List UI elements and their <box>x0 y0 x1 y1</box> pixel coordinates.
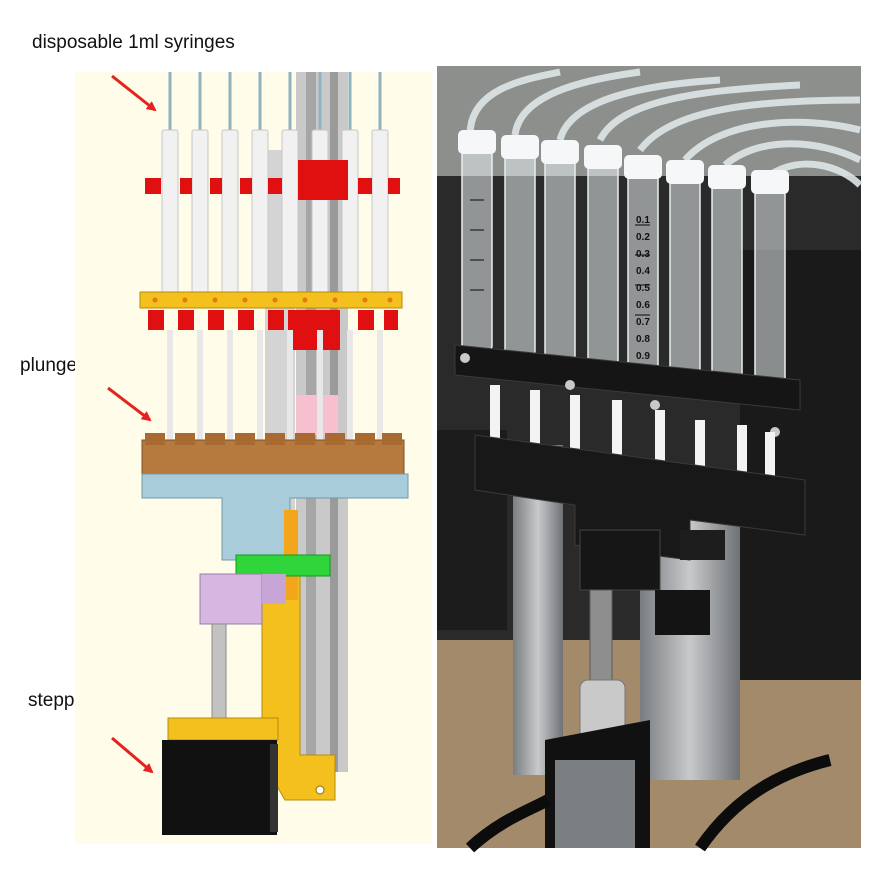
scale-label: 0.1 <box>636 215 650 226</box>
syringes-label: disposable 1ml syringes <box>32 32 235 53</box>
photo-holder-bar <box>454 344 801 411</box>
photo-cables <box>465 754 832 853</box>
photo-plungers <box>490 385 775 492</box>
cad-red-holders <box>145 160 400 200</box>
photo-syringes <box>458 130 789 396</box>
cad-render <box>75 72 432 844</box>
cad-green-part <box>235 554 331 577</box>
cad-plunger-rods <box>167 330 383 440</box>
cad-needles <box>168 72 382 130</box>
cad-yellow-rail <box>139 291 403 309</box>
arrow-syringes <box>111 74 157 112</box>
photo-tubing <box>466 68 863 188</box>
cad-lead-screw <box>211 623 227 720</box>
cad-stepper-motor <box>162 740 277 835</box>
scale-label: 0.6 <box>636 300 650 311</box>
scale-label: 0.3 <box>636 249 650 260</box>
cad-plunger-clamp <box>141 439 405 475</box>
scale-label: 0.9 <box>636 351 650 362</box>
callout-arrows <box>107 74 157 774</box>
scale-label: 0.2 <box>636 232 650 243</box>
cad-syringe-barrels <box>161 129 389 301</box>
arrow-motor <box>111 736 154 774</box>
photo-render: 0.1 0.2 0.3 0.4 0.5 0.6 0.7 0.8 0.9 ml <box>437 66 863 853</box>
scale-label: 0.5 <box>636 283 650 294</box>
scale-label: 0.8 <box>636 334 650 345</box>
scale-label: 0.4 <box>636 266 650 277</box>
photo-carriage <box>579 529 661 591</box>
scale-label: 0.7 <box>636 317 650 328</box>
arrow-clamp <box>107 386 152 422</box>
cad-lavender-block <box>199 573 263 625</box>
